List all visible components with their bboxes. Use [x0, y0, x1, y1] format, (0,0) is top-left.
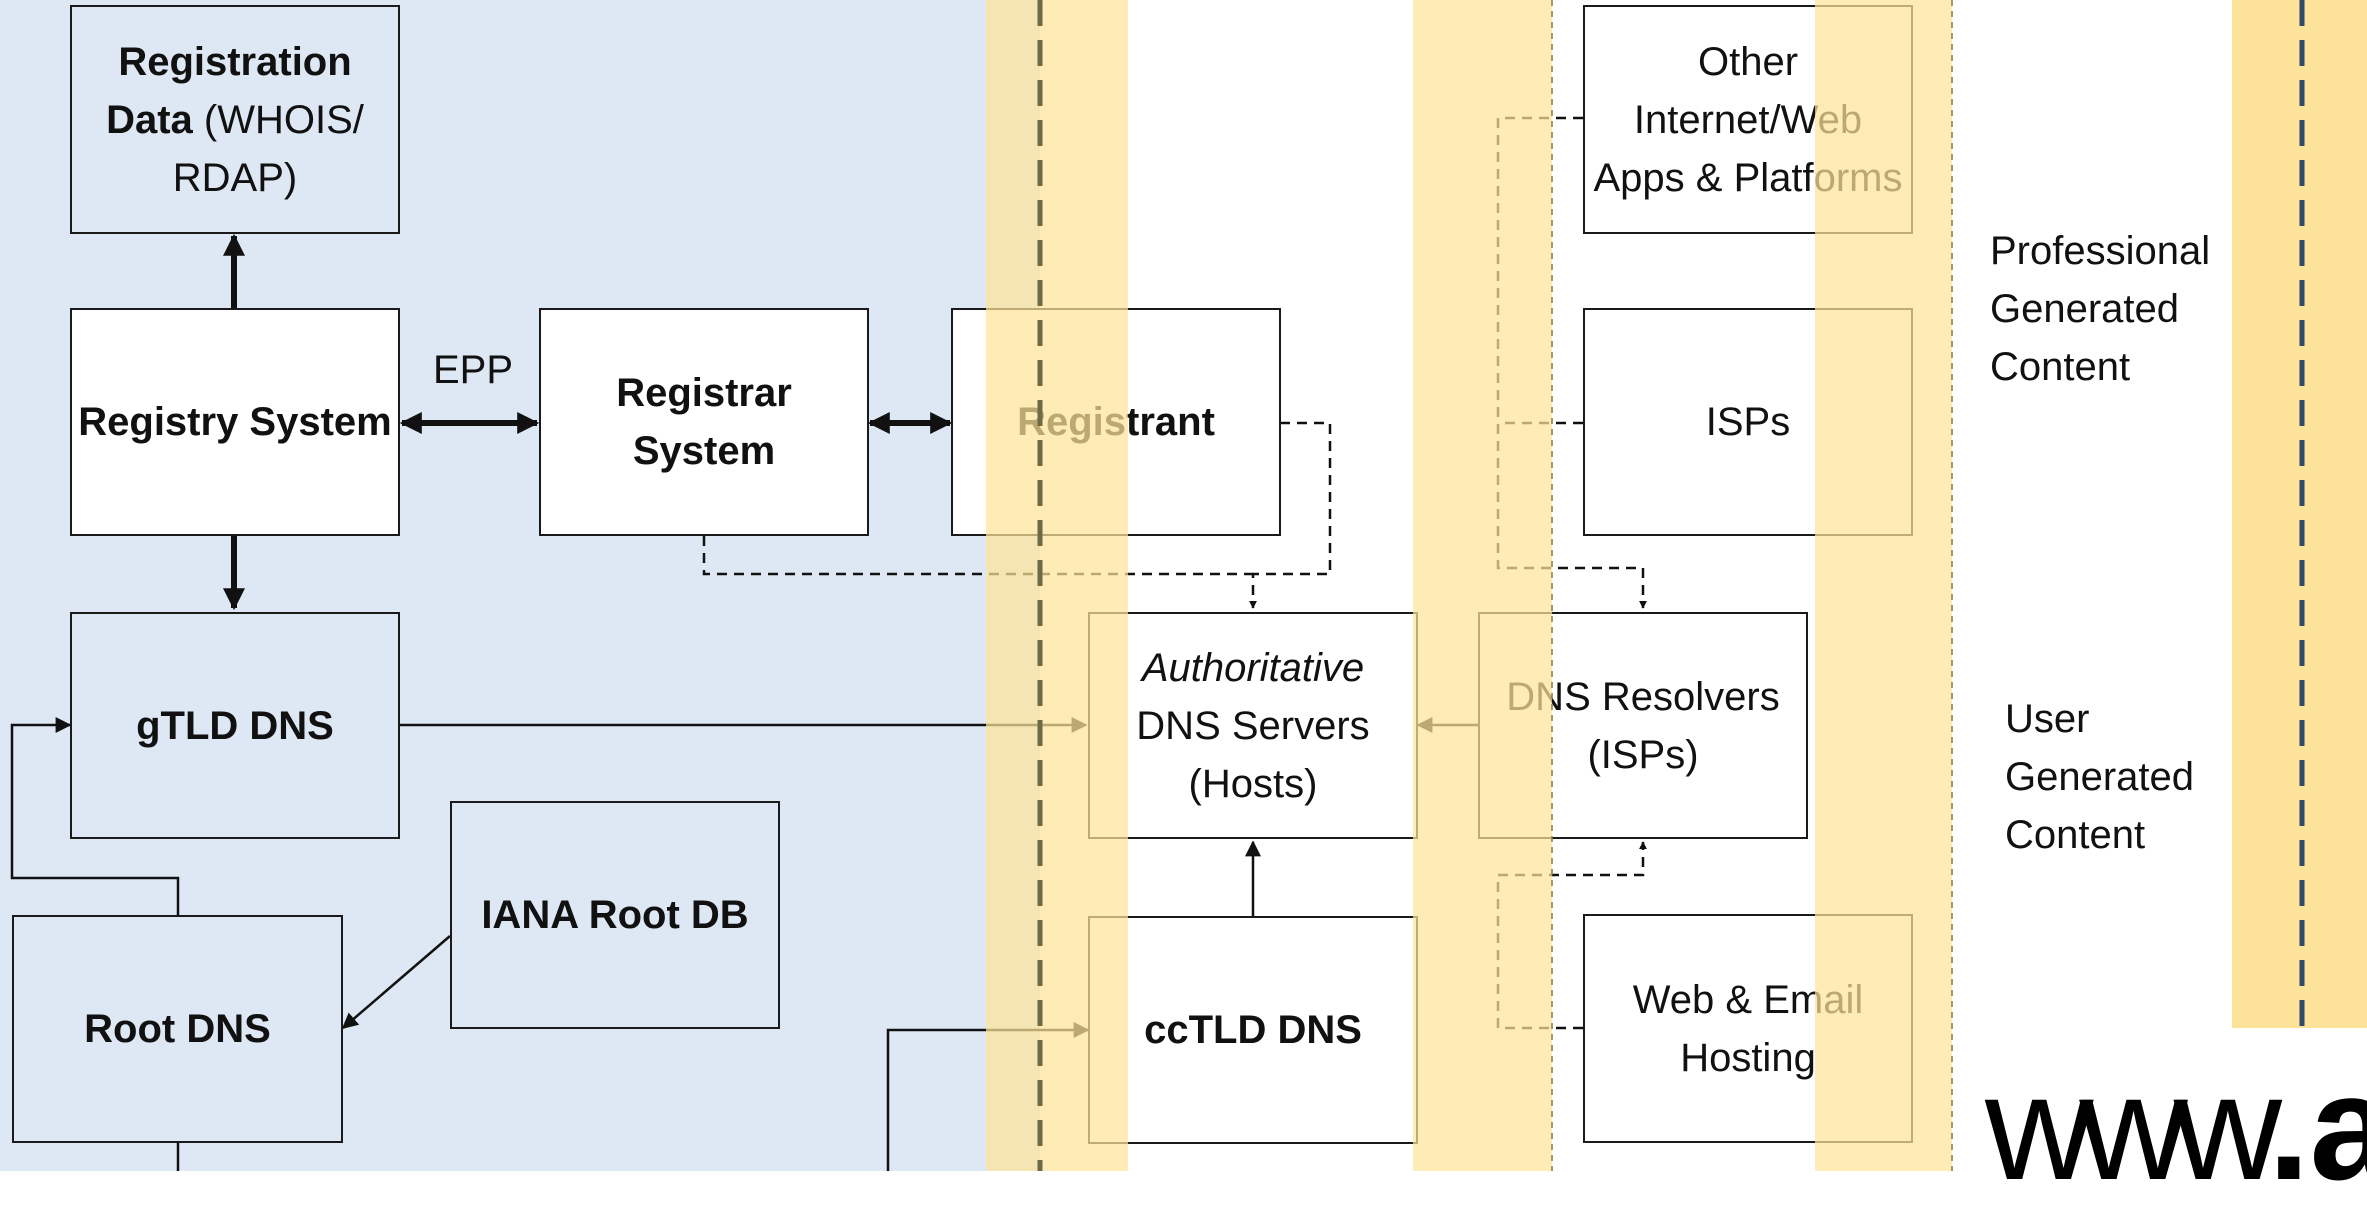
root-dns-box: Root DNS [12, 915, 343, 1143]
gtld-dns-box: gTLD DNS [70, 612, 400, 839]
logo-dot: . [2267, 1043, 2310, 1211]
registration-data-box: Registration Data (WHOIS/ RDAP) [70, 5, 400, 234]
divider-lines [1037, 0, 2305, 1171]
registry-system-label: Registry System [78, 400, 392, 444]
logo-suffix: as [2309, 1043, 2367, 1211]
iana-root-db-box: IANA Root DB [450, 801, 780, 1029]
authoritative-italic-label: Authoritative [1141, 645, 1365, 690]
registration-data-rest: (WHOIS/ RDAP) [172, 97, 364, 200]
authoritative-rest-label: DNS Servers (Hosts) [1136, 703, 1370, 806]
registrar-to-authoritative-dashed [702, 536, 1253, 576]
cctld-dns-box: ccTLD DNS [1088, 916, 1418, 1144]
logo: www.as [1985, 1052, 2367, 1202]
root-to-gtld-arrow [10, 717, 180, 915]
isps-label: ISPs [1705, 400, 1791, 444]
professional-generated-content-label: Professional Generated Content [1990, 229, 2211, 389]
registrar-system-box: Registrar System [539, 308, 869, 536]
epp-label: EPP [433, 348, 514, 392]
cctld-dns-label: ccTLD DNS [1144, 1008, 1362, 1052]
iana-root-db-label: IANA Root DB [481, 893, 749, 937]
registry-system-box: Registry System [70, 308, 400, 536]
registrar-system-label: Registrar System [616, 371, 792, 473]
iana-to-root-arrow [341, 935, 451, 1030]
logo-prefix: www [1985, 1043, 2282, 1211]
gtld-dns-label: gTLD DNS [136, 703, 334, 748]
registrant-to-authoritative-dashed [1249, 421, 1332, 609]
root-dns-label: Root DNS [84, 1007, 271, 1051]
registration-data-bold: Registration Data [106, 39, 352, 142]
user-generated-content-label: User Generated Content [2005, 697, 2195, 857]
